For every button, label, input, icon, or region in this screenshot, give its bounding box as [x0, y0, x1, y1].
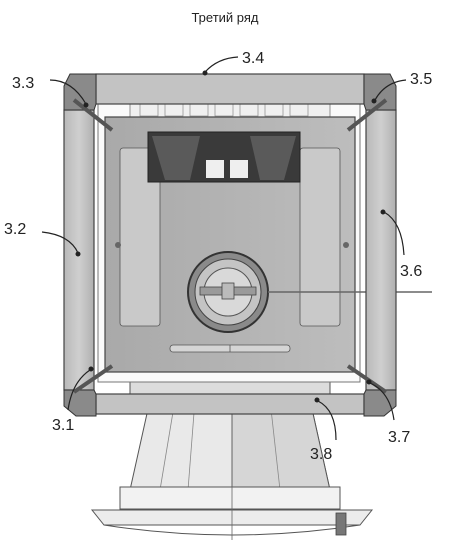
svg-text:3.3: 3.3 — [12, 75, 34, 92]
pedestal — [90, 399, 374, 540]
svg-text:3.1: 3.1 — [52, 417, 74, 434]
svg-text:3.5: 3.5 — [410, 71, 432, 88]
outer-frame — [63, 73, 397, 417]
callout-3-7: 3.7 — [366, 379, 410, 446]
callout-3-1: 3.1 — [52, 366, 94, 434]
callout-3-4: 3.4 — [202, 50, 264, 76]
svg-text:3.6: 3.6 — [400, 263, 422, 280]
svg-text:3.2: 3.2 — [4, 221, 26, 238]
callout-3-2: 3.2 — [4, 221, 81, 257]
body-plate — [104, 116, 432, 373]
callout-3-8: 3.8 — [310, 397, 337, 463]
diagram-title: Третий ряд — [191, 10, 259, 25]
svg-text:3.8: 3.8 — [310, 446, 332, 463]
svg-text:3.4: 3.4 — [242, 50, 264, 67]
callout-3-5: 3.5 — [371, 71, 432, 104]
callout-3-6: 3.6 — [380, 209, 422, 280]
svg-text:3.7: 3.7 — [388, 429, 410, 446]
callout-3-3: 3.3 — [12, 75, 89, 108]
